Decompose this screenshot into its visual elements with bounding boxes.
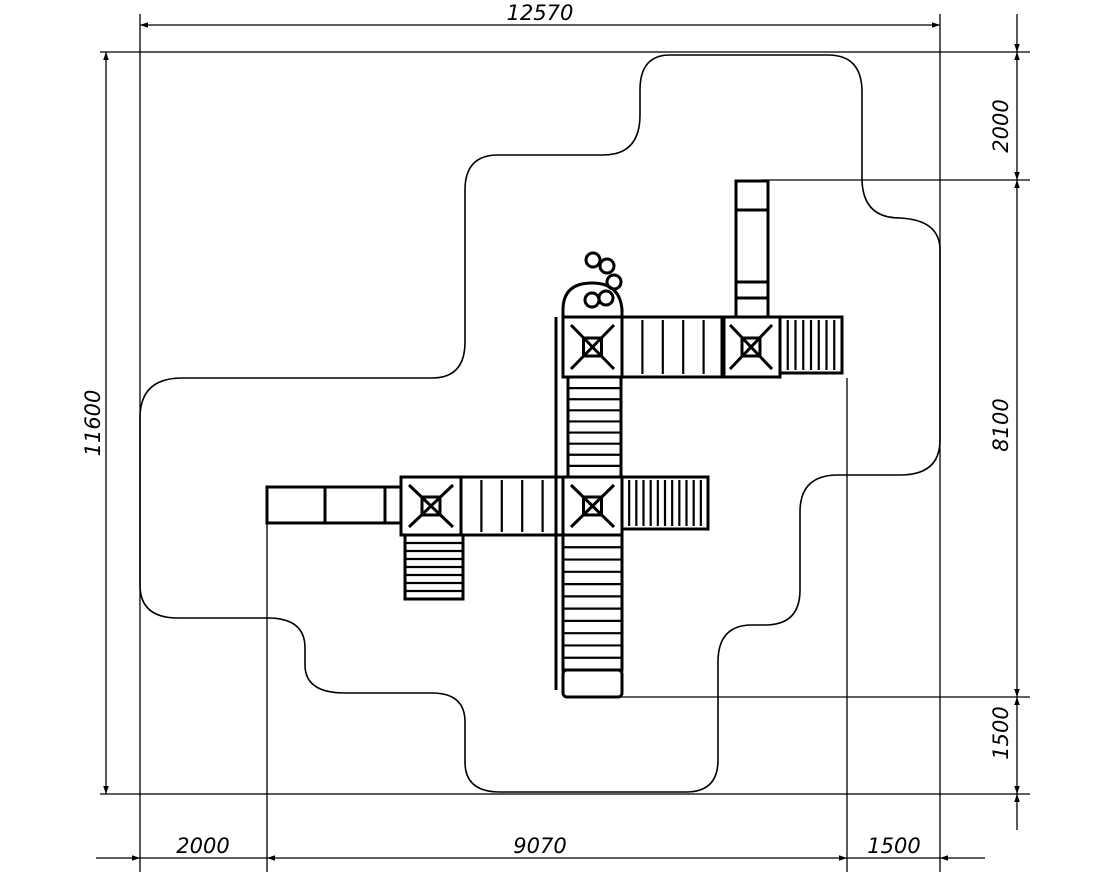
dim-right-middle: 8100 bbox=[989, 398, 1013, 451]
dim-overall-width: 12570 bbox=[507, 1, 574, 25]
spine-upper bbox=[566, 375, 623, 479]
middle-right-stairs bbox=[620, 475, 710, 531]
left-slide bbox=[265, 485, 403, 525]
spine-lower bbox=[561, 533, 624, 672]
tower-roof-arch bbox=[561, 281, 624, 317]
dim-bottom-right: 1500 bbox=[867, 834, 920, 858]
dim-bottom-left: 2000 bbox=[176, 834, 229, 858]
dim-right-top: 2000 bbox=[989, 99, 1013, 152]
safety-zone-outline bbox=[139, 54, 941, 793]
spine-lower-end bbox=[561, 668, 624, 699]
upper-bridge bbox=[620, 315, 726, 379]
site-boundary bbox=[139, 51, 941, 795]
tower-upper-right bbox=[720, 315, 782, 379]
dim-bottom-middle: 9070 bbox=[513, 834, 566, 858]
play-equipment bbox=[265, 179, 844, 699]
dim-right-bottom: 1500 bbox=[989, 706, 1013, 759]
extension-lines bbox=[100, 14, 1030, 872]
dim-overall-height: 11600 bbox=[81, 390, 105, 457]
middle-bridge bbox=[459, 475, 565, 537]
dimension-lines bbox=[96, 14, 1020, 861]
